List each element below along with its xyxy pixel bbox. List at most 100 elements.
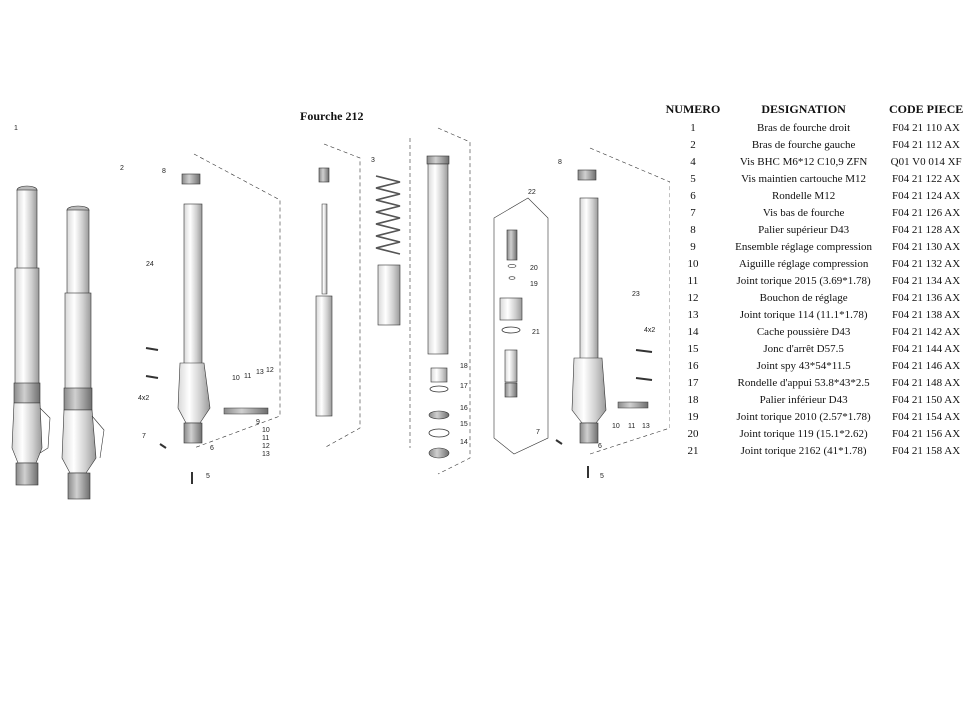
table-row: 17 Rondelle d'appui 53.8*43*2.5 F04 21 148… [661,374,970,391]
part-code: F04 21 148 AX [892,376,961,389]
part-number: 19 [687,410,699,423]
callout-label: 11 [244,373,251,380]
callout-label: 6 [598,443,602,450]
table-row: 18 Palier inférieur D43 F04 21 150 AX [661,391,970,408]
part-designation: Ensemble réglage compression [735,240,873,253]
part-designation: Rondelle d'appui 53.8*43*2.5 [737,376,870,389]
part-designation: Palier supérieur D43 [758,223,850,236]
part-designation: Joint torique 2162 (41*1.78) [740,444,867,457]
callout-label: 2 [120,165,124,172]
part-designation: Bouchon de réglage [759,291,848,304]
exploded-view-drawing: 1 2 3 4x2 4x2 5 5 6 6 7 7 8 8 9 10 10 11… [11,125,670,500]
exploded-fork-diagram: 1 2 3 4x2 4x2 5 5 6 6 7 7 8 8 9 10 10 11… [0,118,670,518]
callout-label: 6 [210,445,214,452]
fork-leg-left [61,205,105,500]
callout-label: 9 [256,419,260,426]
callout-label: 4x2 [138,395,149,402]
part-code: F04 21 146 AX [892,359,961,372]
callout-label: 10 [232,375,240,382]
callout-label: 19 [530,281,538,288]
callout-label: 12 [266,367,274,374]
part-code: F04 21 134 AX [892,274,961,287]
callout-label: 7 [142,433,146,440]
callout-label: 11 [628,423,635,430]
part-code: F04 21 112 AX [892,138,960,151]
page-title: Fourche 212 [300,109,364,123]
part-designation: Joint torique 114 (11.1*1.78) [739,308,868,321]
callout-label: 8 [162,168,166,175]
part-number: 8 [690,223,696,236]
part-number: 9 [690,240,696,253]
table-row: 9 Ensemble réglage compression F04 21 130 … [661,238,970,255]
callout-label: 7 [536,429,540,436]
part-number: 5 [690,172,696,185]
part-number: 15 [687,342,699,355]
callout-label: 13 [262,451,270,458]
callout-label: 18 [460,363,468,370]
part-designation: Palier inférieur D43 [759,393,848,406]
outer-tube-assembly [177,153,281,449]
callout-label: 16 [460,405,468,412]
part-number: 1 [690,121,696,134]
callout-label: 8 [558,159,562,166]
part-code: F04 21 156 AX [892,427,961,440]
bolts [145,347,653,484]
table-header-row: NUMERO DESIGNATION CODE PIECE [661,102,970,119]
fork-tube-complete [571,147,670,455]
callout-label: 14 [460,439,468,446]
callout-label: 22 [528,189,536,196]
part-code: F04 21 142 AX [892,325,961,338]
callout-label: 15 [460,421,468,428]
part-designation: Bras de fourche gauche [751,138,856,151]
part-code: F04 21 144 AX [892,342,961,355]
callout-label: 17 [460,383,468,390]
part-code: F04 21 154 AX [892,410,961,423]
column-header-designation: DESIGNATION [761,102,846,116]
callout-label: 11 [262,435,269,442]
part-number: 20 [687,427,699,440]
part-number: 18 [687,393,699,406]
part-number: 17 [687,376,699,389]
part-code: F04 21 150 AX [892,393,961,406]
part-number: 2 [690,138,696,151]
callout-label: 5 [600,473,604,480]
callout-label: 20 [530,265,538,272]
callout-label: 12 [262,443,270,450]
callout-label: 5 [206,473,210,480]
part-number: 13 [687,308,699,321]
part-number: 10 [687,257,699,270]
part-designation: Joint torique 119 (15.1*2.62) [739,427,868,440]
part-number: 16 [687,359,699,372]
inner-tube [426,127,471,475]
part-number: 12 [687,291,699,304]
part-code: F04 21 124 AX [892,189,961,202]
part-designation: Vis bas de fourche [762,206,845,219]
callout-label: 4x2 [644,327,655,334]
part-number: 11 [687,274,699,287]
callout-label: 23 [632,291,640,298]
column-header-code: CODE PIECE [888,102,964,116]
part-code: F04 21 130 AX [892,240,961,253]
part-designation: Joint spy 43*54*11.5 [756,359,851,372]
callout-label: 13 [642,423,650,430]
part-code: F04 21 110 AX [892,121,960,134]
fork-leg-right [11,185,51,486]
cartridge-and-spring [315,138,411,449]
part-code: F04 21 126 AX [892,206,961,219]
part-designation: Aiguille réglage compression [738,257,869,270]
callout-label: 21 [532,329,540,336]
column-header-number: NUMERO [665,102,721,116]
part-code: F04 21 158 AX [892,444,961,457]
part-designation: Vis maintien cartouche M12 [741,172,867,185]
